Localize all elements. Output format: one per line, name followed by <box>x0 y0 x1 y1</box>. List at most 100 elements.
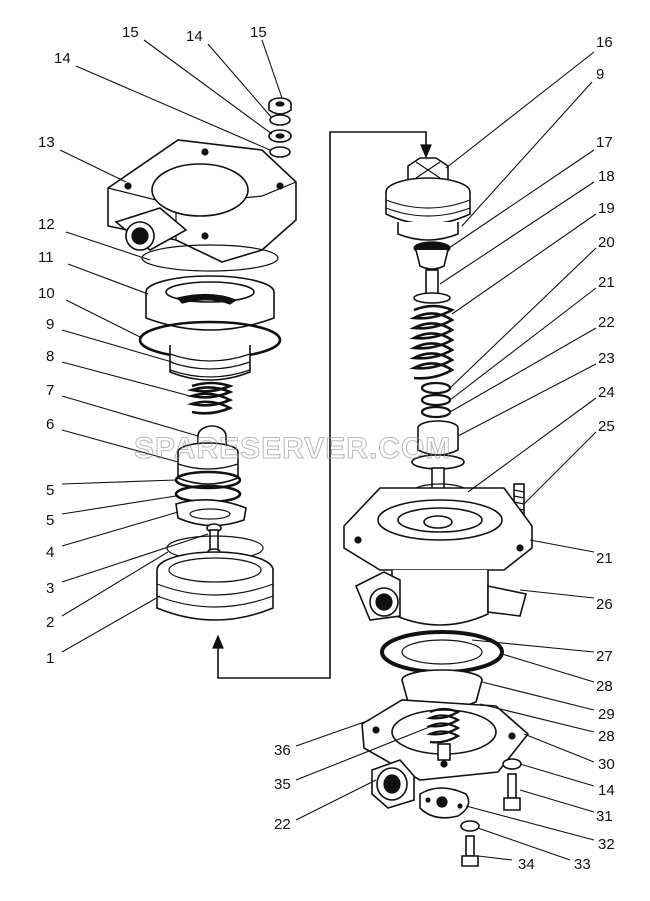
leader-2 <box>61 551 169 617</box>
washer-14 <box>269 114 291 126</box>
leader-36 <box>295 719 371 747</box>
callout-c18: 18 <box>598 168 615 185</box>
leader-30 <box>523 733 595 763</box>
piston-6 <box>177 442 239 485</box>
leader-25 <box>523 431 597 505</box>
callout-c15b: 15 <box>250 24 267 41</box>
leader-26 <box>519 589 595 599</box>
ring-9 <box>169 345 251 381</box>
spring-8 <box>186 381 234 415</box>
leader-9b <box>461 81 593 227</box>
callout-c19: 19 <box>598 200 615 217</box>
callout-c15a: 15 <box>122 24 139 41</box>
callout-c17: 17 <box>596 134 613 151</box>
leader-15a <box>143 39 273 135</box>
callout-c8: 8 <box>46 348 54 365</box>
callout-c9a: 9 <box>46 316 54 333</box>
callout-c5a: 5 <box>46 482 54 499</box>
leader-3 <box>61 533 209 583</box>
diaphragm-28 <box>380 630 504 674</box>
callout-c6: 6 <box>46 416 54 433</box>
callout-c10: 10 <box>38 285 55 302</box>
leader-1 <box>61 595 161 653</box>
callout-c30: 30 <box>598 756 615 773</box>
leader-21a <box>449 287 597 401</box>
leader-31 <box>519 789 595 813</box>
leader-8 <box>61 361 191 397</box>
spring-35 <box>425 707 461 744</box>
callout-c20: 20 <box>598 234 615 251</box>
callout-c12: 12 <box>38 216 55 233</box>
port-22 <box>371 759 415 809</box>
callout-c22b: 22 <box>274 816 291 833</box>
leader-34 <box>477 855 513 861</box>
callout-c26: 26 <box>596 596 613 613</box>
callout-c7: 7 <box>46 382 54 399</box>
callout-c32: 32 <box>598 836 615 853</box>
callout-c9b: 9 <box>596 66 604 83</box>
stem-18 <box>413 269 451 304</box>
callout-c16: 16 <box>596 34 613 51</box>
plug-16 <box>385 157 471 241</box>
leader-7 <box>61 395 199 437</box>
callout-c22a: 22 <box>598 314 615 331</box>
callout-c14c: 14 <box>598 782 615 799</box>
leader-21b <box>529 539 595 553</box>
leader-11 <box>67 263 149 295</box>
leader-lines <box>59 39 597 861</box>
leader-14b <box>75 65 271 151</box>
spring-19 <box>409 304 455 380</box>
callout-c36: 36 <box>274 742 291 759</box>
lower-cover-30 <box>361 699 530 781</box>
leader-5b <box>61 495 177 515</box>
callout-c29: 29 <box>598 706 615 723</box>
watermark: SPARESERVER.COM <box>134 432 451 465</box>
callout-labels: 15 14 15 14 13 12 11 10 9 8 7 6 5 5 4 3 … <box>38 24 615 873</box>
callout-c13: 13 <box>38 134 55 151</box>
right-subassembly <box>343 157 533 867</box>
callout-c2: 2 <box>46 614 54 631</box>
bolt-31 <box>503 773 521 811</box>
leader-22b <box>295 779 377 821</box>
left-subassembly <box>107 97 297 621</box>
leader-14c <box>519 763 595 787</box>
callout-c28b: 28 <box>598 728 615 745</box>
housing-1 <box>156 551 274 621</box>
leader-32 <box>465 805 595 841</box>
valve-plate-4 <box>175 499 247 527</box>
assembly-route-line <box>217 131 427 679</box>
ring-21 <box>420 393 452 407</box>
callout-c28a: 28 <box>596 678 613 695</box>
callout-c11: 11 <box>38 249 54 266</box>
pin-3 <box>206 523 222 556</box>
callout-c21b: 21 <box>596 550 613 567</box>
leader-14a <box>207 43 273 119</box>
leader-16 <box>445 51 595 169</box>
callout-c34: 34 <box>518 856 535 873</box>
leader-13 <box>59 149 127 183</box>
leader-35 <box>295 725 433 781</box>
callout-c21a: 21 <box>598 274 615 291</box>
callout-c3: 3 <box>46 580 54 597</box>
callout-c25: 25 <box>598 418 615 435</box>
callout-c14a: 14 <box>186 28 203 45</box>
valve-17 <box>413 241 451 270</box>
nut-15 <box>268 97 292 115</box>
piston-11 <box>145 275 275 331</box>
leader-15b <box>261 39 283 99</box>
leader-17 <box>445 149 595 251</box>
leader-22a <box>449 327 597 413</box>
cover-13 <box>107 139 297 263</box>
route-arrow-up <box>212 634 224 649</box>
callout-c24: 24 <box>598 384 615 401</box>
leader-6 <box>61 429 179 463</box>
leader-12 <box>65 231 151 261</box>
o-ring-12 <box>141 244 279 272</box>
valve-body-26 <box>343 487 533 626</box>
route-arrow-down <box>420 144 432 159</box>
callout-c5b: 5 <box>46 512 54 529</box>
bolt-34 <box>461 835 479 867</box>
leader-28a <box>501 653 595 683</box>
